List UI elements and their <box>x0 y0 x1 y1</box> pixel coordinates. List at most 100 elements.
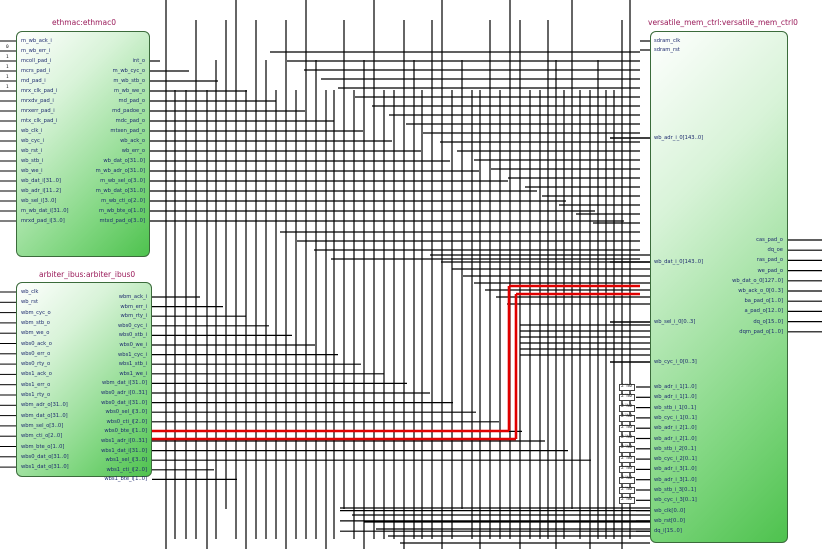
mem-low-input-pin: wb_stb_i_2[0..1] <box>654 445 697 452</box>
versatile-mem-ctrl-block[interactable] <box>650 31 788 543</box>
mem-bus-input-pin: wb_cyc_i_0[0..3] <box>654 359 697 365</box>
arbiter-input-pin: wbs1_ack_o <box>21 371 52 378</box>
mem-output-pin: we_pad_o <box>757 267 783 274</box>
arbiter-output-pin: wbs0_bte_i[1..0] <box>104 428 147 435</box>
mem-bus-input-pin: wb_sel_i_0[0..3] <box>654 319 696 325</box>
mem-low-input-pin: wb_rst[0..0] <box>654 517 685 524</box>
ethmac-output-pin: wb_ack_o <box>120 138 145 144</box>
const-box <box>619 394 635 402</box>
ethmac-input-pin: wb_clk_i <box>21 128 43 134</box>
mem-output-pin: ras_pad_o <box>756 257 783 264</box>
arbiter-output-pin: wbs0_cti_i[2..0] <box>106 418 147 425</box>
mem-const-label: 2'h0 <box>621 455 632 461</box>
ethmac-output-pin: md_padoe_o <box>112 108 145 114</box>
ethmac-output-pin: wb_dat_o[31..0] <box>103 158 145 164</box>
arbiter-output-pin: wbs0_adr_i[0..31] <box>100 390 147 396</box>
ethmac-input-pin: wb_dat_i[31..0] <box>21 178 61 184</box>
ethmac-output-pin: int_o <box>132 58 145 64</box>
mem-low-input-pin: wb_adr_i_1[1..0] <box>654 394 697 401</box>
mem-low-input-pin: wb_adr_i_2[1..0] <box>654 435 697 442</box>
arbiter-output-pin: wbs1_adr_i[0..31] <box>100 438 147 444</box>
ethmac-input-pin: wb_rst_i <box>21 148 43 154</box>
arbiter-output-pin: wbs0_sel_i[3..0] <box>105 409 147 416</box>
mem-low-input-pin: dq_i[15..0] <box>654 528 682 535</box>
ethmac-output-pin: md_pad_o <box>118 98 145 104</box>
arbiter-input-pin: wbm_cyc_o <box>21 309 51 316</box>
mem-const-label: 2'h0 <box>621 486 632 492</box>
arbiter-input-pin: wbm_cti_o[2..0] <box>21 433 63 440</box>
ethmac-input-pin: wb_adr_i[11..2] <box>21 188 62 194</box>
ethmac-input-pin: mrxdv_pad_i <box>21 98 54 104</box>
ethmac-input-pin: m_wb_err_i <box>21 48 51 54</box>
const-box <box>619 414 635 422</box>
arbiter-input-pin: wbs0_rty_o <box>21 361 51 368</box>
ethmac-output-pin: m_wb_stb_o <box>113 78 145 84</box>
arbiter-input-pin: wbs1_dat_o[31..0] <box>21 464 69 471</box>
arbiter-output-pin: wbs1_bte_i[1..0] <box>104 476 147 483</box>
ethmac-input-pin: mrxd_pad_i[3..0] <box>21 218 65 224</box>
arbiter-output-pin: wbm_err_i <box>120 303 147 310</box>
mem-output-pin: dq_o[15..0] <box>753 318 783 325</box>
ethmac-input-pin: mrxerr_pad_i <box>21 108 55 114</box>
ethmac-input-pin: wb_cyc_i <box>21 138 44 144</box>
const-box <box>619 425 635 433</box>
ethmac-const-value: 1 <box>6 85 9 90</box>
mem-input-pin: sdram_clk <box>654 38 681 44</box>
arbiter-input-pin: wbm_bte_o[1..0] <box>21 443 65 450</box>
arbiter-output-pin: wbm_dat_i[31..0] <box>102 380 147 387</box>
ethmac-block[interactable] <box>16 31 150 257</box>
ethmac-input-pin: mrx_clk_pad_i <box>21 88 58 94</box>
const-box <box>619 466 635 474</box>
mem-low-input-pin: wb_adr_i_3[1..0] <box>654 466 697 473</box>
arbiter-output-pin: wbs1_cti_i[2..0] <box>106 466 147 473</box>
ethmac-title: ethmac:ethmac0 <box>52 18 116 27</box>
arbiter-input-pin: wbm_stb_o <box>21 319 50 326</box>
ethmac-output-pin: m_wb_adr_o[31..0] <box>95 168 145 174</box>
mem-const-label: 2'h0 <box>621 435 632 440</box>
mem-const-label: 2'h0 <box>621 476 632 482</box>
arbiter-output-pin: wbs1_we_i <box>119 370 147 377</box>
ethmac-input-pin: mcoll_pad_i <box>21 58 52 64</box>
arbiter-input-pin: wbm_sel_o[3..0] <box>21 422 64 429</box>
mem-const-label: 2'h0 <box>621 496 632 502</box>
arbiter-input-pin: wbm_we_o <box>21 330 50 337</box>
arbiter-input-pin: wbs0_err_o <box>21 350 51 357</box>
ethmac-input-pin: m_wb_dat_i[31..0] <box>21 208 69 214</box>
arbiter-ibus-block[interactable] <box>16 282 152 477</box>
arbiter-input-pin: wbs1_err_o <box>21 381 51 388</box>
mem-const-label: 2'h0 <box>621 445 632 451</box>
mem-output-pin: dqm_pad_o[1..0] <box>739 328 783 335</box>
mem-low-input-pin: wb_stb_i_3[0..1] <box>654 487 697 493</box>
ethmac-output-pin: wb_err_o <box>121 148 145 154</box>
mem-output-pin: ba_pad_o[1..0] <box>744 298 783 305</box>
ethmac-output-pin: m_wb_cyc_o <box>112 68 145 74</box>
const-box <box>619 497 635 505</box>
mem-output-pin: dq_oe <box>767 247 783 254</box>
ethmac-output-pin: m_wb_dat_o[31..0] <box>95 188 145 194</box>
ethmac-const-value: 0 <box>6 45 9 50</box>
const-box <box>619 456 635 464</box>
ethmac-const-value: 1 <box>6 55 9 60</box>
mem-low-input-pin: wb_clk[0..0] <box>654 507 686 514</box>
mem-output-pin: cas_pad_o <box>756 237 783 243</box>
ethmac-const-value: 1 <box>6 75 9 80</box>
arbiter-output-pin: wbs1_dat_i[31..0] <box>101 447 147 454</box>
arbiter-output-pin: wbs1_cyc_i <box>118 351 147 358</box>
mem-const-label: 2'h0 <box>621 404 632 410</box>
ethmac-output-pin: mdc_pad_o <box>115 118 145 124</box>
ethmac-input-pin: mtx_clk_pad_i <box>21 118 58 124</box>
ethmac-output-pin: m_wb_bte_o[1..0] <box>98 208 145 214</box>
mem-output-pin: wb_ack_o_0[0..3] <box>738 288 783 294</box>
mem-const-label: 2'h0 <box>621 393 632 399</box>
arbiter-output-pin: wbm_rty_i <box>120 313 147 320</box>
arbiter-input-pin: wbs1_rty_o <box>21 392 51 398</box>
arbiter-output-pin: wbs1_stb_i <box>118 361 147 368</box>
mem-const-label: 2'h0 <box>621 465 632 471</box>
const-box <box>619 487 635 494</box>
ethmac-output-pin: m_wb_cti_o[2..0] <box>101 198 145 204</box>
mem-bus-input-pin: wb_adr_i_0[143..0] <box>654 135 704 141</box>
mem-const-label: 2'h0 <box>621 414 632 420</box>
ethmac-output-pin: m_wb_sel_o[3..0] <box>100 178 145 184</box>
arbiter-output-pin: wbs1_sel_i[3..0] <box>105 457 147 464</box>
ethmac-input-pin: m_wb_ack_i <box>21 38 52 44</box>
